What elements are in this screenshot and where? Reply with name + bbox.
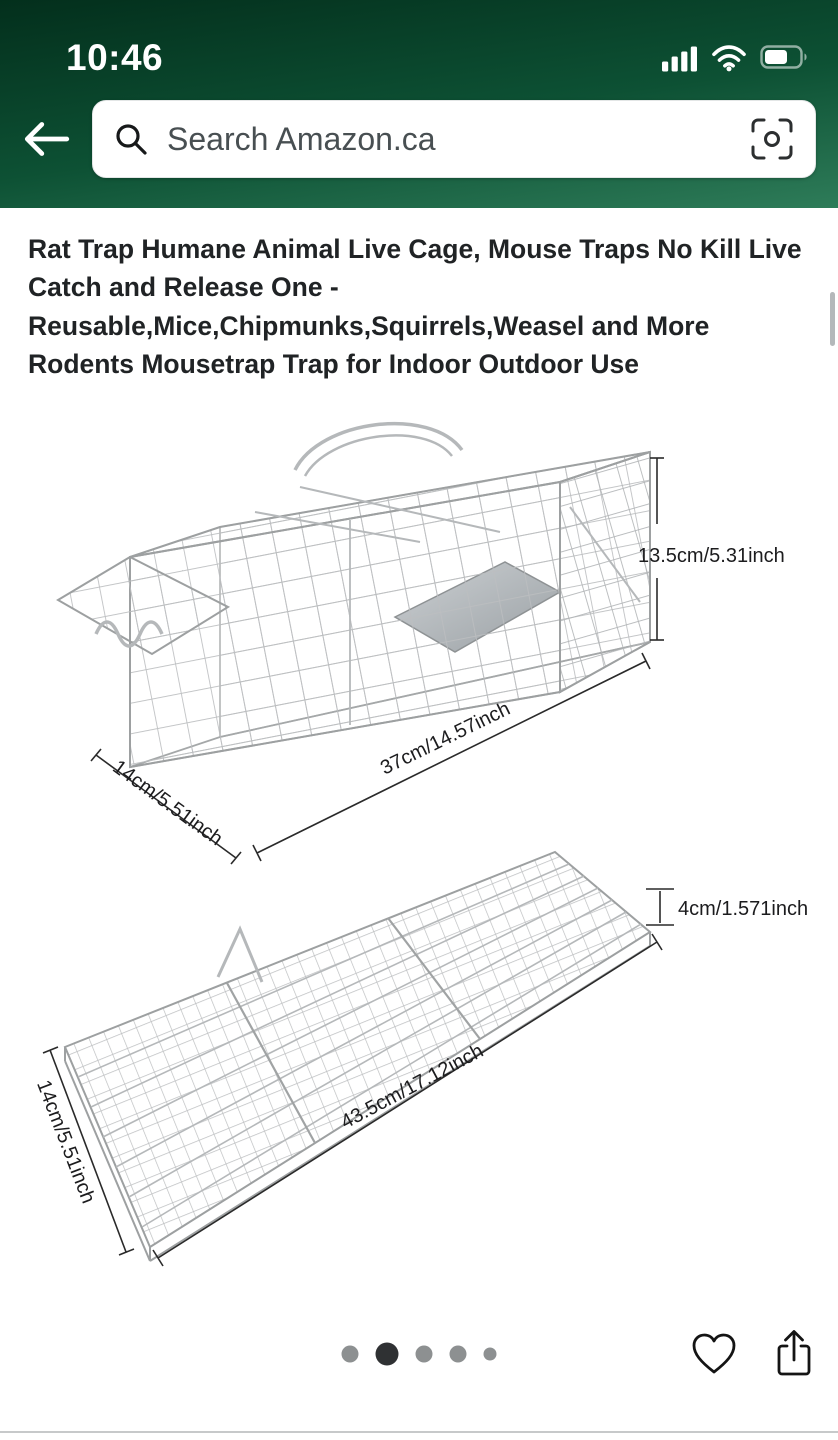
trap-folded-illustration: 4cm/1.571inch 43.5cm/17.12inch 14cm/5.51… [32, 850, 808, 1267]
back-arrow-icon [24, 122, 70, 156]
folded-handle [216, 924, 264, 983]
folded-height-label: 4cm/1.571inch [678, 898, 808, 920]
carry-handle [293, 421, 464, 471]
assembled-width-label: 14cm/5.51inch [108, 756, 226, 850]
product-image-carousel[interactable]: 13.5cm/5.31inch 37cm/14.57inch 14cm/5.51… [0, 392, 838, 1302]
status-time: 10:46 [66, 37, 164, 78]
carousel-dots [341, 1342, 497, 1366]
cellular-signal-icon [662, 46, 697, 71]
scrollbar[interactable] [830, 292, 835, 346]
status-bar: 10:46 [0, 0, 838, 86]
share-icon [777, 1329, 811, 1376]
product-title: Rat Trap Humane Animal Live Cage, Mouse … [28, 234, 802, 380]
dimension-height-assembled: 13.5cm/5.31inch [638, 456, 785, 641]
search-placeholder: Search Amazon.ca [167, 120, 436, 157]
battery-icon [760, 45, 807, 69]
spring-coil [94, 619, 164, 648]
dimension-height-folded: 4cm/1.571inch [646, 887, 808, 926]
share-button[interactable] [774, 1329, 814, 1379]
trap-assembled-illustration: 13.5cm/5.31inch 37cm/14.57inch 14cm/5.51… [56, 421, 785, 865]
page-content: Rat Trap Humane Animal Live Cage, Mouse … [0, 208, 838, 1400]
bottom-divider [0, 1431, 838, 1433]
carousel-dot-1[interactable] [341, 1345, 359, 1363]
carousel-dot-5[interactable] [483, 1347, 497, 1361]
back-button[interactable] [0, 118, 92, 160]
action-buttons [690, 1329, 814, 1379]
carousel-footer [0, 1308, 838, 1400]
search-icon [116, 124, 147, 155]
search-row: Search Amazon.ca [0, 100, 838, 178]
app-header: 10:46 [0, 0, 838, 208]
favorite-button[interactable] [690, 1332, 738, 1376]
carousel-dot-3[interactable] [415, 1345, 433, 1363]
heart-icon [692, 1333, 736, 1374]
dimension-width-assembled: 14cm/5.51inch [90, 748, 242, 865]
search-bar[interactable]: Search Amazon.ca [92, 100, 816, 178]
assembled-height-label: 13.5cm/5.31inch [638, 545, 785, 567]
product-image: 13.5cm/5.31inch 37cm/14.57inch 14cm/5.51… [32, 421, 808, 1267]
carousel-dot-4[interactable] [449, 1345, 467, 1363]
camera-search-icon[interactable] [749, 116, 795, 162]
status-icons [662, 44, 810, 72]
wifi-icon [712, 44, 746, 71]
carousel-dot-2[interactable] [375, 1342, 399, 1366]
